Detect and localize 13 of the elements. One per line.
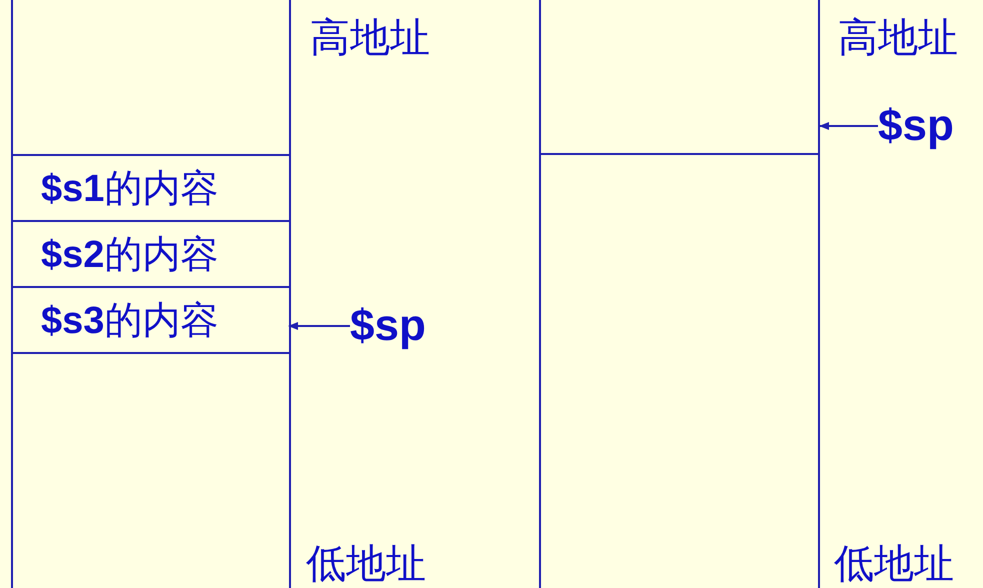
stack-column [539,0,820,588]
arrow [819,122,878,130]
stack-cell: $s2的内容 [13,220,289,286]
address-label: 低地址 [834,540,954,588]
arrow [288,322,350,330]
address-label: 高地址 [310,14,430,62]
stack-cell: $s1的内容 [13,154,289,220]
pointer-label: $sp [878,102,962,150]
address-label: 高地址 [838,14,958,62]
stack-column [11,0,291,588]
address-label: 低地址 [306,540,426,588]
pointer-label: $sp [350,302,434,350]
stack-cell: $s3的内容 [13,286,289,354]
